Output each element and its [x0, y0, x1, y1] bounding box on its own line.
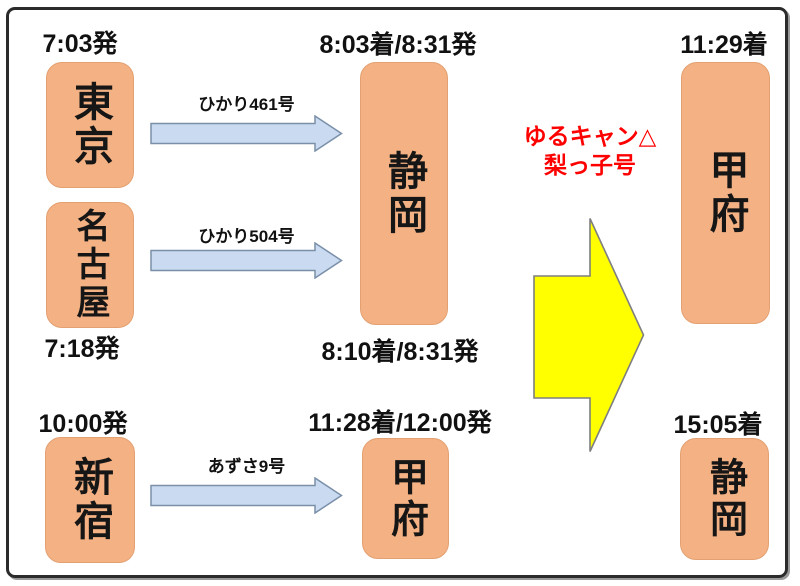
train-arrow-icon-hikari-461 — [150, 115, 343, 152]
train-label-hikari-461: ひかり461号 — [198, 95, 295, 114]
station-name-kofu-transfer: 甲府 — [384, 456, 427, 541]
train-arrow-icon-azusa-9 — [150, 477, 343, 514]
special-train-line2: 梨っ子号 — [544, 152, 636, 179]
time-kofu-arrive: 11:29着 — [680, 31, 768, 59]
station-box-nagoya: 名古屋 — [46, 202, 134, 328]
station-box-shizuoka-final: 静岡 — [680, 438, 769, 560]
time-shizuoka-arrive-depart-1: 8:03着/8:31発 — [319, 31, 477, 59]
time-tokyo-depart: 7:03発 — [42, 30, 118, 58]
transfer-arrow-icon — [533, 218, 645, 452]
station-name-shinjuku: 新宿 — [68, 456, 112, 544]
time-shizuoka-arrive-depart-2: 8:10着/8:31発 — [321, 338, 479, 366]
station-box-shinjuku: 新宿 — [45, 437, 135, 563]
station-name-shizuoka-final: 静岡 — [703, 457, 746, 541]
station-box-tokyo: 東京 — [46, 62, 134, 188]
diagram-border — [6, 7, 788, 578]
station-box-kofu-final: 甲府 — [681, 62, 770, 324]
train-label-azusa-9: あずさ9号 — [207, 457, 286, 476]
station-name-nagoya: 名古屋 — [71, 208, 109, 322]
special-train-line1: ゆるキャン△ — [523, 123, 657, 149]
station-name-tokyo: 東京 — [68, 81, 112, 169]
time-kofu-arrive-depart: 11:28着/12:00発 — [308, 409, 492, 437]
special-train-label: ゆるキャン△ 梨っ子号 — [500, 122, 680, 181]
station-name-kofu-final: 甲府 — [703, 149, 748, 237]
train-arrow-icon-hikari-504 — [150, 242, 343, 279]
time-shizuoka-final-arrive: 15:05着 — [673, 411, 763, 439]
train-label-hikari-504: ひかり504号 — [198, 227, 295, 246]
time-nagoya-depart: 7:18発 — [44, 335, 120, 363]
station-box-kofu-transfer: 甲府 — [362, 438, 449, 559]
station-name-shizuoka-transfer: 静岡 — [382, 149, 426, 238]
station-box-shizuoka-transfer: 静岡 — [360, 62, 448, 325]
time-shinjuku-depart: 10:00発 — [38, 410, 128, 438]
